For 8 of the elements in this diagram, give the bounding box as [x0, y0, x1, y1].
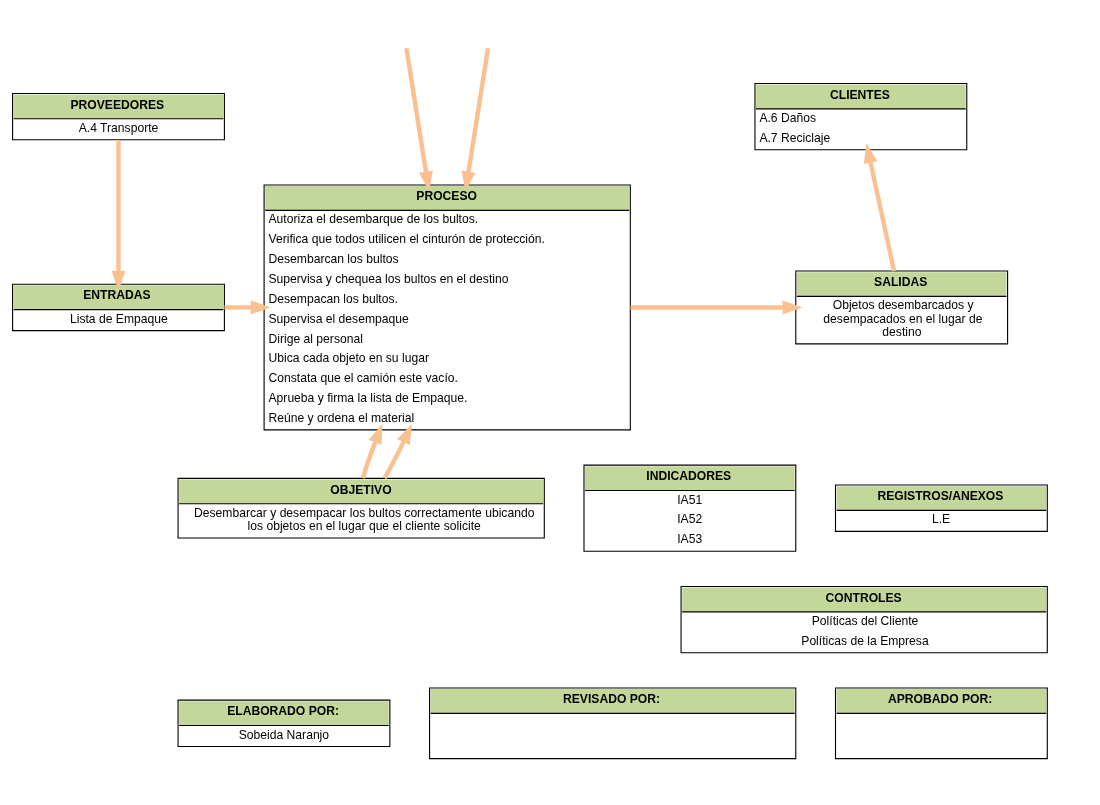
arrow: [404, 47, 433, 191]
arrow: [224, 299, 271, 314]
arrow: [382, 423, 412, 479]
arrow: [461, 47, 491, 191]
arrow: [111, 139, 126, 291]
arrow: [630, 299, 803, 314]
arrow: [863, 142, 897, 271]
arrow: [360, 423, 383, 479]
